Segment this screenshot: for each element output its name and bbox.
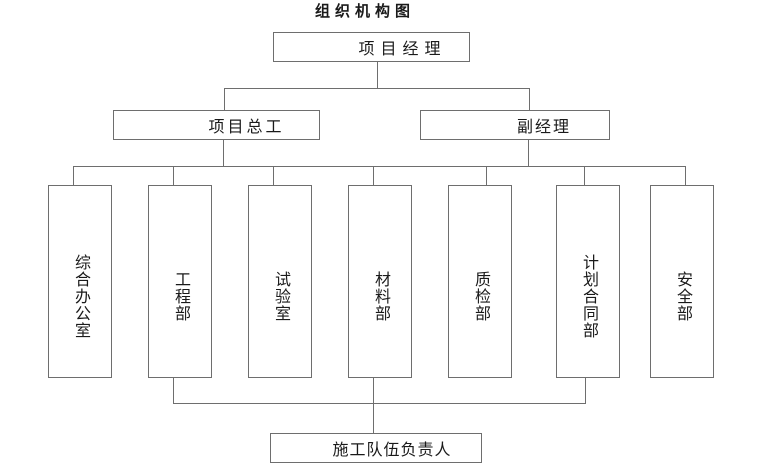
connector-dept-drop-6 bbox=[584, 166, 585, 185]
connector-bus-departments bbox=[73, 166, 686, 167]
connector-dept-drop-5 bbox=[486, 166, 487, 185]
dept-box-quality-inspection: 质检部 bbox=[448, 185, 512, 378]
box-deputy-manager-label: 副经理 bbox=[516, 119, 571, 136]
connector-bottom-center-drop bbox=[373, 378, 374, 433]
connector-root-drop bbox=[377, 62, 378, 88]
dept-box-laboratory: 试验室 bbox=[248, 185, 312, 378]
box-construction-team-leader: 施工队伍负责人 bbox=[270, 433, 482, 463]
box-chief-engineer: 项目总工 bbox=[113, 110, 320, 140]
dept-box-general-office: 综合办公室 bbox=[48, 185, 112, 378]
dept-box-quality-inspection-label: 质检部 bbox=[472, 271, 489, 322]
box-chief-engineer-label: 项目总工 bbox=[208, 119, 285, 136]
connector-planning-drop bbox=[585, 378, 586, 403]
chart-title: 组织机构图 bbox=[314, 4, 415, 20]
dept-box-safety-label: 安全部 bbox=[674, 271, 691, 322]
dept-box-safety: 安全部 bbox=[650, 185, 714, 378]
connector-dept-drop-1 bbox=[73, 166, 74, 185]
connector-engineering-drop bbox=[173, 378, 174, 403]
dept-box-planning-contract-label: 计划合同部 bbox=[580, 254, 597, 339]
box-project-manager-label: 项目经理 bbox=[358, 41, 447, 58]
connector-dept-drop-7 bbox=[685, 166, 686, 185]
box-construction-team-leader-label: 施工队伍负责人 bbox=[332, 442, 452, 459]
connector-dept-drop-4 bbox=[373, 166, 374, 185]
dept-box-laboratory-label: 试验室 bbox=[272, 271, 289, 322]
dept-box-planning-contract: 计划合同部 bbox=[556, 185, 620, 378]
connector-deputy-drop-bottom bbox=[528, 140, 529, 166]
dept-box-materials: 材料部 bbox=[348, 185, 412, 378]
dept-box-engineering: 工程部 bbox=[148, 185, 212, 378]
connector-chief-drop-bottom bbox=[223, 140, 224, 166]
dept-box-engineering-label: 工程部 bbox=[172, 271, 189, 322]
box-deputy-manager: 副经理 bbox=[420, 110, 610, 140]
box-project-manager: 项目经理 bbox=[273, 32, 470, 62]
connector-deputy-drop-top bbox=[529, 88, 530, 110]
connector-bus-level2 bbox=[224, 88, 530, 89]
connector-chief-drop-top bbox=[224, 88, 225, 110]
dept-box-general-office-label: 综合办公室 bbox=[72, 254, 89, 339]
connector-bus-bottom bbox=[173, 403, 586, 404]
dept-box-materials-label: 材料部 bbox=[372, 271, 389, 322]
connector-dept-drop-3 bbox=[273, 166, 274, 185]
connector-dept-drop-2 bbox=[173, 166, 174, 185]
